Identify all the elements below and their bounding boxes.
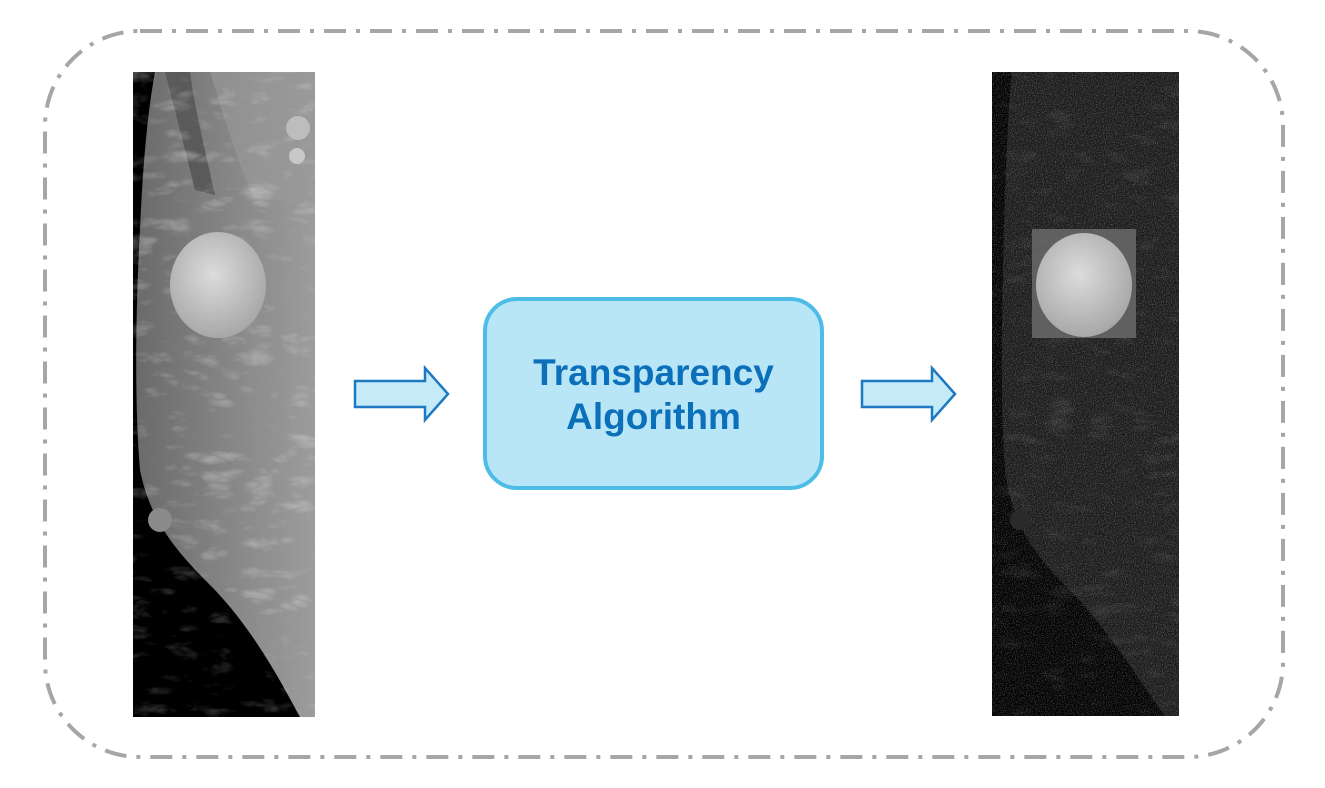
mass-lesion	[170, 232, 266, 338]
right-arrow-icon	[860, 364, 957, 424]
algorithm-label-line2: Algorithm	[566, 396, 741, 437]
output-mammogram-image	[992, 72, 1179, 716]
transparency-algorithm-box: Transparency Algorithm	[483, 297, 824, 490]
input-mammogram-image	[133, 72, 315, 717]
mass-lesion	[1036, 233, 1132, 337]
dashed-frame	[43, 29, 1285, 759]
right-arrow-icon	[353, 364, 450, 424]
algorithm-label-line1: Transparency	[533, 352, 774, 393]
